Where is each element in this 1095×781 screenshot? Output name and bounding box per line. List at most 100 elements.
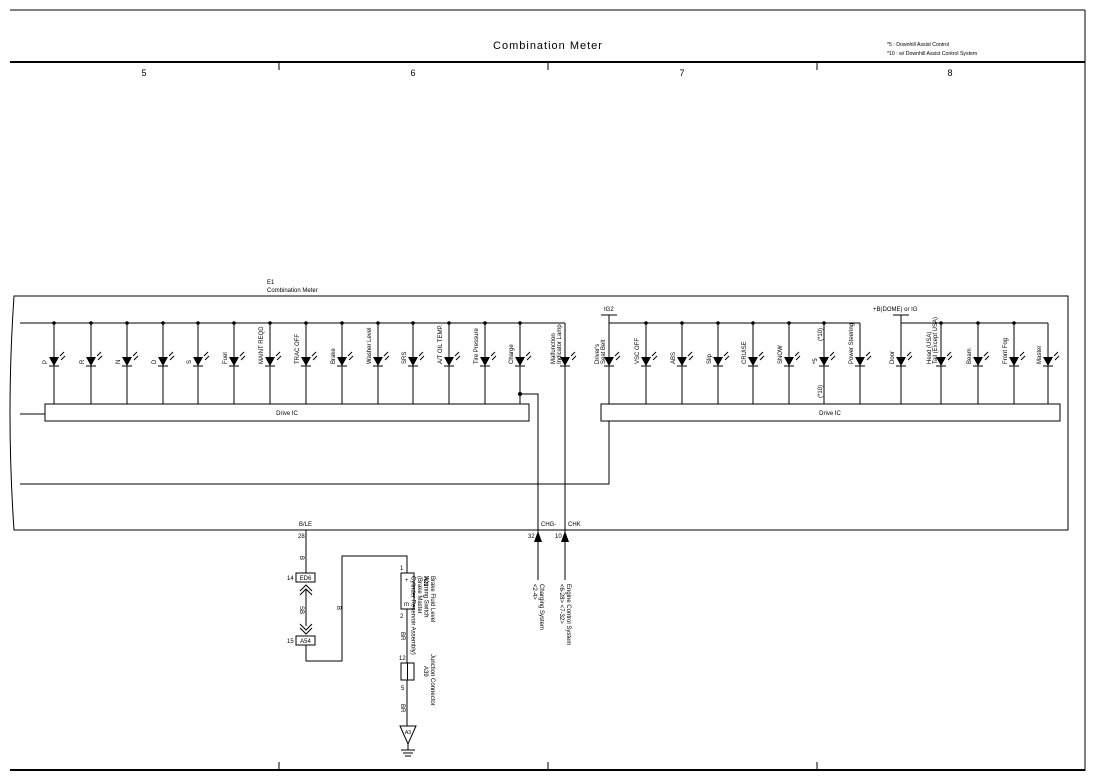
led-diode bbox=[158, 357, 168, 366]
engine-control-ref: <6-28> <7-32> bbox=[558, 584, 564, 624]
led-label: S bbox=[187, 360, 193, 364]
led-indicator: Washer Level bbox=[367, 321, 390, 404]
led-diode bbox=[337, 357, 347, 366]
ig2-label: IG2 bbox=[604, 307, 614, 313]
column-number: 5 bbox=[141, 68, 146, 78]
led-label: N bbox=[116, 360, 122, 364]
left-led-array: P R N D S Fuel MAINT REQD TRAC OFF Brake Washer L… bbox=[43, 321, 577, 404]
wire-b-label: B bbox=[298, 556, 304, 560]
led-indicator: Beam bbox=[967, 321, 990, 404]
wire-sb-label: SB bbox=[298, 606, 304, 614]
pin-28-label: 28 bbox=[298, 534, 305, 540]
led-diode bbox=[1043, 357, 1053, 366]
led-diode bbox=[229, 357, 239, 366]
led-diode bbox=[784, 357, 794, 366]
pin-32-arrow bbox=[534, 531, 542, 542]
led-label: TRAC OFF bbox=[295, 334, 301, 364]
led-label: SRS bbox=[402, 352, 408, 364]
led-label: Driver's bbox=[595, 344, 601, 364]
column-number: 6 bbox=[410, 68, 415, 78]
led-label: *5 bbox=[813, 358, 819, 364]
led-diode bbox=[265, 357, 275, 366]
led-indicator: Tire Pressure bbox=[474, 321, 497, 404]
led-diode bbox=[896, 357, 906, 366]
led-diode bbox=[480, 357, 490, 366]
junction-pin12-label: 12 bbox=[399, 656, 406, 662]
led-diode bbox=[604, 357, 614, 366]
switch-pin1-label: 1 bbox=[400, 566, 404, 572]
led-label: R bbox=[80, 359, 86, 364]
left-led-group: P R N D S Fuel MAINT REQD TRAC OFF Brake Washer L… bbox=[20, 321, 577, 422]
led-label: ABS bbox=[671, 352, 677, 364]
led-label: Brake bbox=[331, 348, 337, 364]
pin-chg-label: CHG- bbox=[541, 522, 556, 528]
led-diode bbox=[819, 357, 829, 366]
switch-m: m bbox=[404, 602, 409, 608]
pin-chk-label: CHK bbox=[568, 522, 581, 528]
page-title: Combination Meter bbox=[493, 40, 603, 52]
led-diode bbox=[122, 357, 132, 366]
meter-box bbox=[9, 295, 1069, 531]
led-indicator: Charge bbox=[509, 321, 532, 404]
junction-pin5-label: 5 bbox=[401, 686, 405, 692]
led-indicator: Brake bbox=[331, 321, 354, 404]
led-indicator: Master bbox=[1037, 323, 1060, 404]
led-label: Tail (Except USA) bbox=[933, 317, 939, 364]
meter-name: Combination Meter bbox=[267, 288, 318, 294]
led-label: MAINT REQD bbox=[259, 326, 265, 364]
engine-control-label: Engine Control System bbox=[565, 584, 571, 645]
led-diode bbox=[641, 357, 651, 366]
charging-system-ref: <2-4> bbox=[531, 584, 537, 600]
led-indicator: SNOW bbox=[778, 321, 801, 404]
switch-ref: A21 bbox=[422, 576, 428, 587]
meter-ref: E1 bbox=[267, 280, 275, 286]
led-indicator: SRS bbox=[402, 321, 425, 404]
led-indicator: CRUISE bbox=[742, 321, 765, 404]
led-indicator: Power Steering bbox=[849, 323, 872, 404]
note-star5: *5 : Downhill Assist Control bbox=[887, 42, 949, 48]
led-diode bbox=[677, 357, 687, 366]
led-indicator: Fuel bbox=[223, 321, 246, 404]
ground-label: A3 bbox=[405, 730, 411, 736]
led-indicator: Door bbox=[890, 323, 913, 404]
led-indicator: TRAC OFF bbox=[295, 321, 318, 404]
led-label: Charge bbox=[509, 344, 515, 364]
dome-label: +B(DOME) or IG bbox=[873, 307, 918, 313]
note-star10: *10 : w/ Downhill Assist Control System bbox=[887, 51, 977, 57]
page-frame bbox=[10, 9, 1086, 771]
led-label: P bbox=[43, 360, 49, 364]
right-drive-ic bbox=[600, 403, 1061, 422]
led-label: Seat Belt bbox=[601, 339, 607, 364]
led-diode bbox=[855, 357, 865, 366]
column-number: 8 bbox=[947, 68, 952, 78]
led-diode bbox=[748, 357, 758, 366]
junction-dot bbox=[518, 392, 522, 396]
ground-loop-wire bbox=[20, 421, 610, 485]
switch-plus: + bbox=[405, 578, 409, 584]
led-label: Indicator Lamp bbox=[557, 324, 563, 364]
switch-pin2-label: 2 bbox=[400, 614, 404, 620]
led-diode bbox=[713, 357, 723, 366]
a54-pin-label: 15 bbox=[287, 639, 294, 645]
charging-system-label: Charging System bbox=[538, 584, 544, 630]
junction-ref: A39 bbox=[422, 666, 428, 677]
ground-symbol bbox=[399, 725, 417, 746]
led-label: Malfunction bbox=[551, 333, 557, 364]
led-indicator: A/T OIL TEMP. bbox=[438, 321, 461, 404]
led-indicator: P bbox=[43, 321, 66, 404]
led-label: Slip bbox=[707, 353, 713, 364]
led-indicator: VSC OFF bbox=[635, 321, 658, 404]
a54-label: A54 bbox=[300, 639, 311, 645]
led-indicator: Front Fog bbox=[1003, 321, 1026, 404]
led-indicator: MAINT REQD bbox=[259, 321, 282, 404]
wire-b2-label: B bbox=[335, 606, 341, 610]
led-label: D bbox=[152, 359, 158, 364]
led-diode bbox=[49, 357, 59, 366]
led-label: Front Fog bbox=[1003, 338, 1009, 364]
led-label: Power Steering bbox=[849, 323, 855, 364]
led-diode bbox=[973, 357, 983, 366]
led-indicator: R bbox=[80, 321, 103, 404]
